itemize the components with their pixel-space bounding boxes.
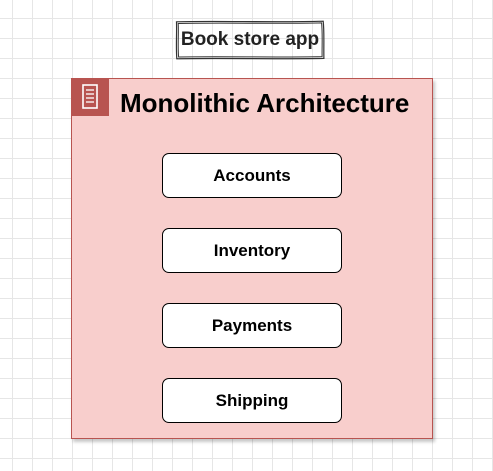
container-title: Monolithic Architecture — [120, 88, 410, 118]
server-icon — [71, 78, 109, 116]
module-accounts[interactable]: Accounts — [162, 153, 342, 198]
module-inventory[interactable]: Inventory — [162, 228, 342, 273]
app-label-box[interactable]: Book store app — [175, 20, 325, 60]
app-label-text: Book store app — [180, 29, 320, 50]
module-shipping[interactable]: Shipping — [162, 378, 342, 423]
sketch-border — [175, 20, 325, 60]
monolith-container[interactable]: Monolithic Architecture Accounts Invento… — [71, 78, 433, 439]
module-payments[interactable]: Payments — [162, 303, 342, 348]
